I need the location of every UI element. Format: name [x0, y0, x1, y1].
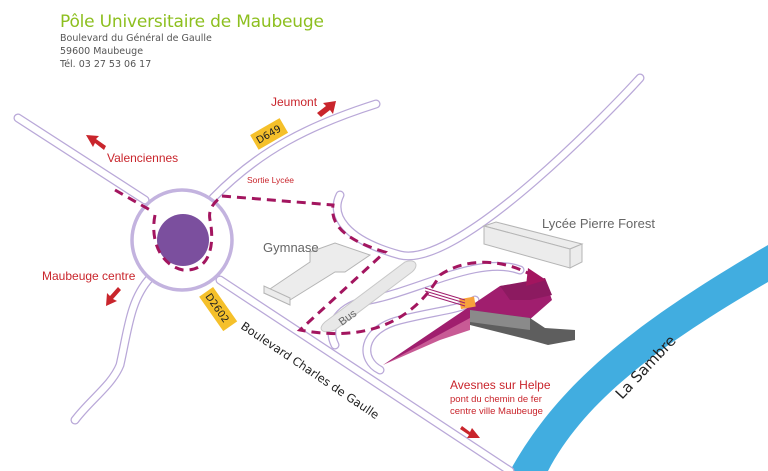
route-sortie-lycee [221, 194, 541, 336]
valenciennes-arrow-icon [86, 135, 106, 150]
lycee-building [482, 221, 584, 269]
jeumont-arrow-icon [317, 101, 336, 117]
route-roundabout [152, 194, 223, 272]
avesnes-line3: centre ville Maubeuge [450, 406, 543, 417]
road-d649 [208, 99, 381, 203]
route-arrowhead [526, 268, 546, 286]
maubeuge-centre-label: Maubeuge centre [42, 269, 136, 283]
bus-platform [320, 260, 417, 333]
address-line-2: 59600 Maubeuge [60, 46, 144, 57]
campus-building [383, 278, 575, 365]
gymnase-label: Gymnase [263, 240, 319, 255]
gymnase-building [262, 242, 372, 306]
valenciennes-label: Valenciennes [107, 151, 178, 165]
address-line-1: Boulevard du Général de Gaulle [60, 33, 212, 44]
page-title: Pôle Universitaire de Maubeuge [60, 12, 324, 32]
avesnes-title: Avesnes sur Helpe [450, 378, 551, 392]
lycee-label: Lycée Pierre Forest [542, 216, 655, 231]
route-from-valenciennes [114, 188, 151, 212]
route-dashed [114, 188, 541, 336]
header: Pôle Universitaire de Maubeuge Boulevard… [60, 12, 324, 71]
river-sambre [510, 245, 768, 471]
phone-number: Tél. 03 27 53 06 17 [60, 59, 152, 70]
sortie-lycee-label: Sortie Lycée [247, 175, 294, 185]
avesnes-arrow-icon [460, 426, 480, 438]
avesnes-line2: pont du chemin de fer [450, 394, 542, 405]
badge-d2602: D2602 [199, 287, 238, 332]
jeumont-label: Jeumont [271, 95, 318, 109]
maubeuge-centre-arrow-icon [106, 287, 121, 306]
roundabout-center [157, 214, 209, 266]
